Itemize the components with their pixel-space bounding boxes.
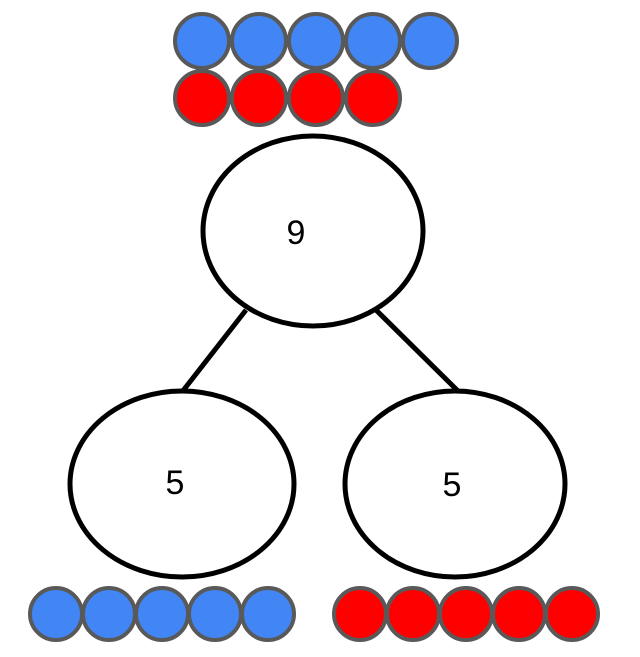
counter-blue bbox=[401, 12, 459, 70]
link-whole-to-left bbox=[180, 308, 248, 394]
counter-blue bbox=[240, 586, 296, 642]
counter-blue bbox=[81, 586, 137, 642]
counter-blue bbox=[230, 12, 288, 70]
bond-whole-circle bbox=[200, 133, 426, 329]
counter-red bbox=[332, 586, 388, 642]
link-whole-to-right bbox=[374, 308, 461, 394]
bond-right-part-circle bbox=[342, 388, 568, 580]
bond-left-part-circle bbox=[67, 388, 297, 580]
counter-blue bbox=[173, 12, 231, 70]
bond-whole-value: 9 bbox=[287, 214, 306, 252]
counter-red bbox=[344, 69, 402, 127]
bond-right-part-value: 5 bbox=[443, 466, 462, 504]
bond-labels-layer: 9 5 5 bbox=[166, 214, 462, 504]
counter-blue bbox=[287, 12, 345, 70]
counter-red bbox=[287, 69, 345, 127]
counter-red bbox=[173, 69, 231, 127]
counters-layer bbox=[28, 12, 600, 642]
bond-ellipses-layer bbox=[67, 133, 568, 580]
counter-blue bbox=[134, 586, 190, 642]
bottom-left-counters-blue bbox=[28, 586, 296, 642]
counter-red bbox=[230, 69, 288, 127]
counter-red bbox=[385, 586, 441, 642]
bond-links-layer bbox=[180, 308, 461, 394]
top-counters-red-row bbox=[173, 69, 402, 127]
counter-red bbox=[544, 586, 600, 642]
counter-red bbox=[491, 586, 547, 642]
counter-blue bbox=[28, 586, 84, 642]
top-counters-blue-row bbox=[173, 12, 459, 70]
counter-blue bbox=[344, 12, 402, 70]
bond-left-part-value: 5 bbox=[166, 464, 185, 502]
counter-red bbox=[438, 586, 494, 642]
bottom-right-counters-red bbox=[332, 586, 600, 642]
counter-blue bbox=[187, 586, 243, 642]
